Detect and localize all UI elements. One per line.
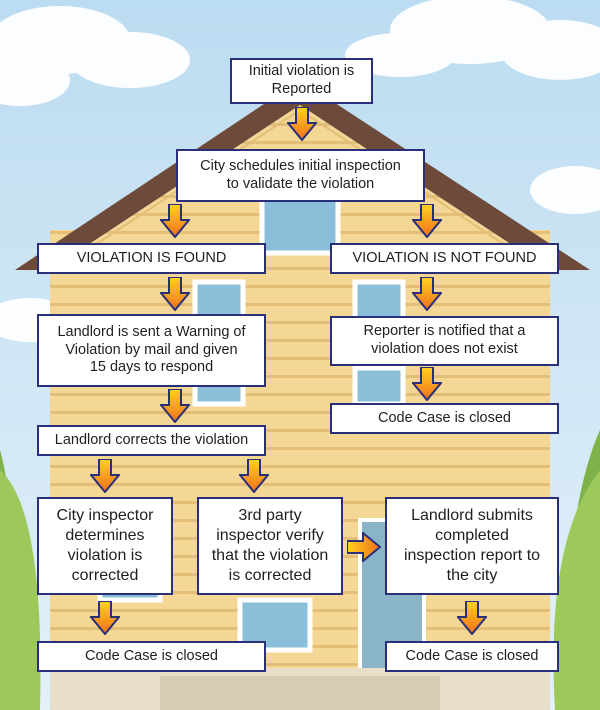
third-party-inspector-box: 3rd party inspector verify that the viol… bbox=[197, 497, 343, 595]
arrow-down-icon bbox=[160, 389, 190, 423]
warning-of-violation-box: Landlord is sent a Warning of Violation … bbox=[37, 314, 266, 387]
arrow-down-icon bbox=[160, 204, 190, 238]
landlord-submits-report-box: Landlord submits completed inspection re… bbox=[385, 497, 559, 595]
initial-violation-reported-box: Initial violation is Reported bbox=[230, 58, 373, 104]
code-case-closed-right-box: Code Case is closed bbox=[385, 641, 559, 672]
arrow-down-icon bbox=[160, 277, 190, 311]
arrow-down-icon bbox=[412, 277, 442, 311]
arrow-right-icon bbox=[347, 532, 381, 562]
arrow-down-icon bbox=[287, 107, 317, 141]
reporter-notified-box: Reporter is notified that a violation do… bbox=[330, 316, 559, 366]
arrow-down-icon bbox=[412, 367, 442, 401]
arrow-down-icon bbox=[90, 601, 120, 635]
code-case-closed-left-box: Code Case is closed bbox=[37, 641, 266, 672]
landlord-corrects-box: Landlord corrects the violation bbox=[37, 425, 266, 456]
arrow-down-icon bbox=[412, 204, 442, 238]
arrow-down-icon bbox=[239, 459, 269, 493]
violation-found-box: VIOLATION IS FOUND bbox=[37, 243, 266, 274]
code-case-closed-not-found-box: Code Case is closed bbox=[330, 403, 559, 434]
city-schedules-inspection-box: City schedules initial inspection to val… bbox=[176, 149, 425, 202]
arrow-down-icon bbox=[457, 601, 487, 635]
arrow-down-icon bbox=[90, 459, 120, 493]
city-inspector-box: City inspector determines violation is c… bbox=[37, 497, 173, 595]
violation-not-found-box: VIOLATION IS NOT FOUND bbox=[330, 243, 559, 274]
